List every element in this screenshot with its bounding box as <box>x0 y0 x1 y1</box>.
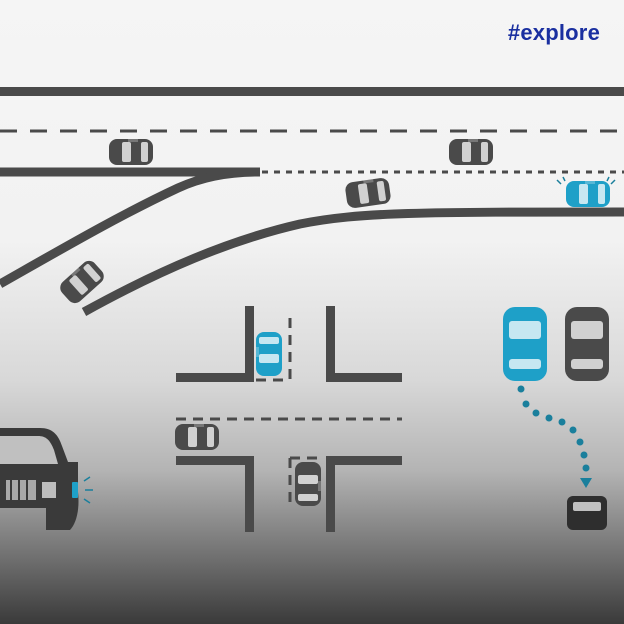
rear-view-car <box>0 428 93 530</box>
highway <box>0 87 624 316</box>
crosswalk-markings <box>176 318 402 505</box>
intersection-car-left <box>175 424 219 450</box>
summon-destination-car <box>567 496 607 530</box>
hashtag-label: #explore <box>507 20 600 45</box>
on-ramp-outer-edge <box>0 167 261 288</box>
corner-bottom-right-v <box>326 456 335 532</box>
highway-car-left <box>109 139 153 165</box>
highlighted-car-highway <box>556 176 616 207</box>
highway-car-right <box>449 139 493 165</box>
rear-sensor-highlight <box>72 482 78 498</box>
corner-bottom-right-h <box>326 456 402 465</box>
parked-car-dark <box>565 307 609 381</box>
corner-top-left-v <box>245 306 254 382</box>
intersection <box>176 306 402 532</box>
corner-bottom-left-h <box>176 456 254 465</box>
intersection-car-bottom <box>295 462 321 506</box>
corner-top-left-h <box>176 373 254 382</box>
corner-bottom-left-v <box>245 456 254 532</box>
car-signal-lines <box>556 176 616 185</box>
highlighted-car-intersection <box>256 332 282 376</box>
highway-top-edge <box>0 87 624 96</box>
highlighted-car-parked <box>503 307 547 381</box>
merging-car <box>344 177 392 209</box>
on-ramp-inner-edge <box>81 207 624 316</box>
parking-scene <box>503 307 609 530</box>
corner-top-right-h <box>326 373 402 382</box>
summon-path-dots <box>517 385 592 488</box>
rear-sensor-signal-lines <box>83 476 93 504</box>
corner-top-right-v <box>326 306 335 382</box>
